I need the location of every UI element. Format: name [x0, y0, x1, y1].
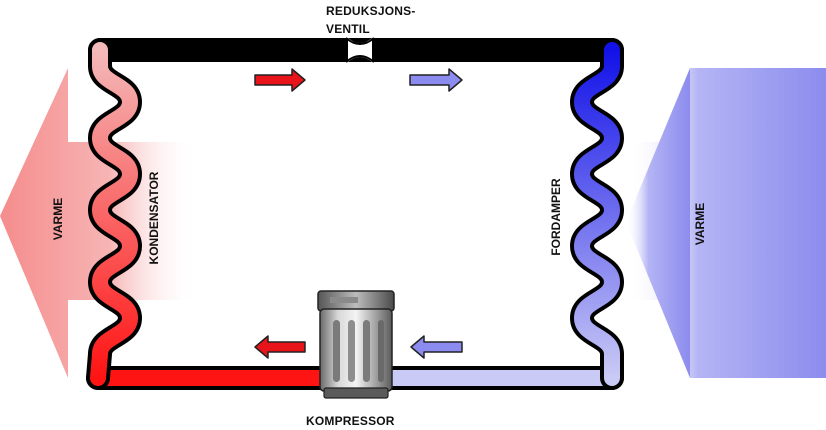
heat-arrow-right — [626, 68, 826, 378]
flow-arrow-icon — [410, 335, 463, 359]
flow-arrow-icon — [254, 68, 306, 92]
expansion-valve-label-line2: VENTIL — [326, 22, 370, 36]
compressor-label: KOMPRESSOR — [306, 414, 395, 428]
flow-arrow-bottom-left — [254, 335, 306, 359]
expansion-valve-label: REDUKSJONS- VENTIL — [326, 2, 446, 38]
flow-arrow-bottom-right — [410, 335, 463, 359]
expansion-valve — [348, 38, 372, 62]
compressor-icon — [317, 290, 395, 399]
refrigerant-circuit — [86, 37, 624, 390]
evaporator-label: FORDAMPER — [549, 178, 563, 256]
condenser-label: KONDENSATOR — [147, 171, 161, 264]
flow-arrow-top-left — [254, 68, 306, 92]
flow-arrow-top-right — [409, 68, 463, 92]
flow-arrow-icon — [254, 335, 306, 359]
heat-label-right: VARME — [693, 203, 707, 245]
flow-arrow-icon — [409, 68, 463, 92]
expansion-valve-label-line1: REDUKSJONS- — [326, 4, 416, 18]
heat-label-left: VARME — [51, 198, 65, 240]
